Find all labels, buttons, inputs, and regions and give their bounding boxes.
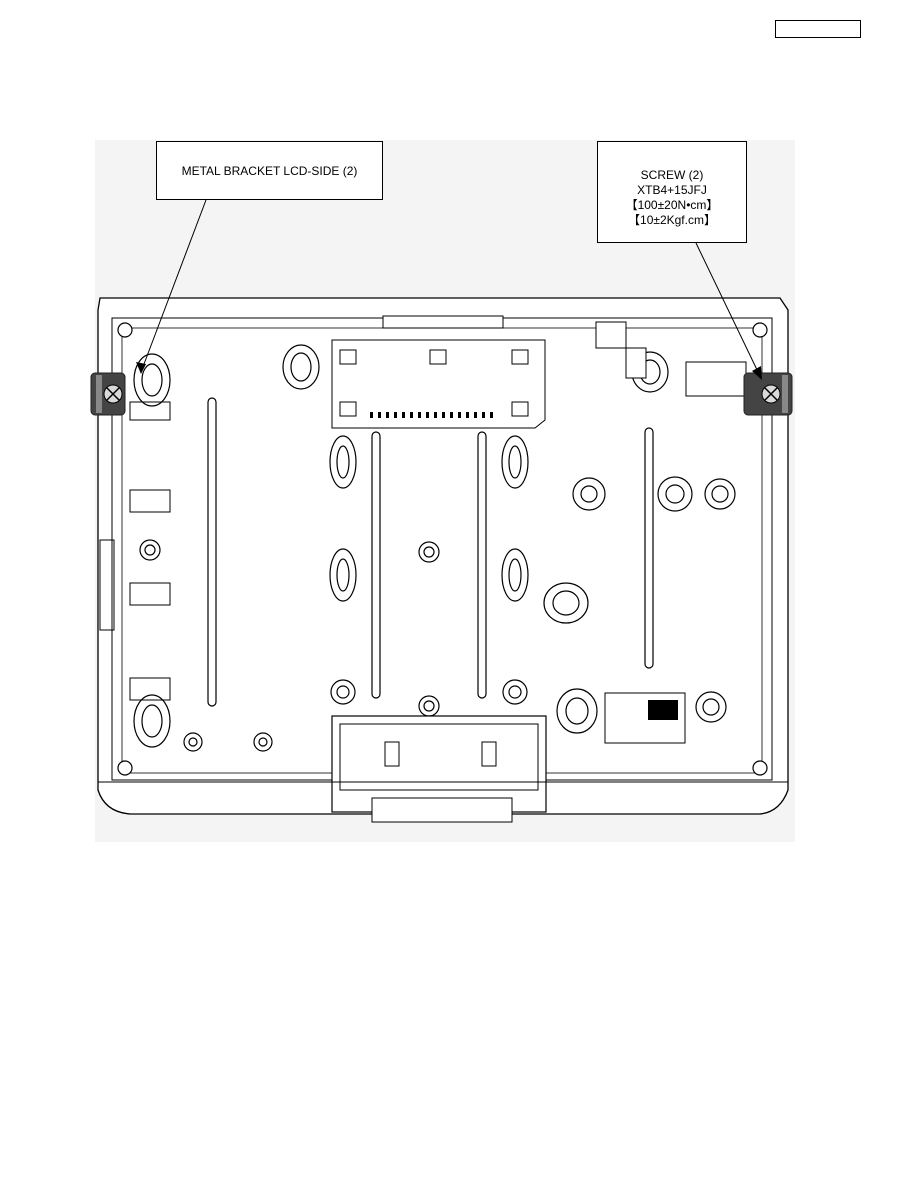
connector-clips xyxy=(339,349,529,417)
bracket-leader-arrow xyxy=(136,362,146,374)
stand-foot xyxy=(371,797,513,823)
rating-label-plate xyxy=(685,361,747,397)
screw-torque-ncm: 【100±20N•cm】 xyxy=(625,198,719,212)
top-right-bracket xyxy=(595,321,627,349)
screw-leader-line xyxy=(695,242,761,377)
mounting-bosses xyxy=(117,322,768,776)
screw-leader-arrow xyxy=(752,366,762,380)
top-tab xyxy=(382,315,504,329)
screw-part-number: XTB4+15JFJ xyxy=(637,183,707,197)
top-right-clip xyxy=(625,347,647,379)
stiffener-slots xyxy=(207,397,654,707)
metal-bracket-right xyxy=(743,372,793,416)
stand-slot-right xyxy=(481,741,497,767)
bracket-callout-label: METAL BRACKET LCD-SIDE (2) xyxy=(181,163,358,178)
stand-slot-left xyxy=(384,741,400,767)
screw-callout-title: SCREW (2) xyxy=(640,168,704,182)
connector-board xyxy=(331,339,546,429)
bracket-callout: METAL BRACKET LCD-SIDE (2) xyxy=(156,141,383,200)
screw-torque-kgfcm: 【10±2Kgf.cm】 xyxy=(628,213,716,227)
page-code-box xyxy=(775,20,861,38)
connector-pins xyxy=(370,412,493,418)
stand-bracket-inner xyxy=(339,723,539,791)
screw-callout: SCREW (2) XTB4+15JFJ 【100±20N•cm】 【10±2K… xyxy=(597,141,747,243)
barcode-block xyxy=(648,700,678,720)
bracket-leader-line xyxy=(140,199,207,373)
side-connectors xyxy=(99,401,171,701)
metal-bracket-left xyxy=(90,372,126,416)
